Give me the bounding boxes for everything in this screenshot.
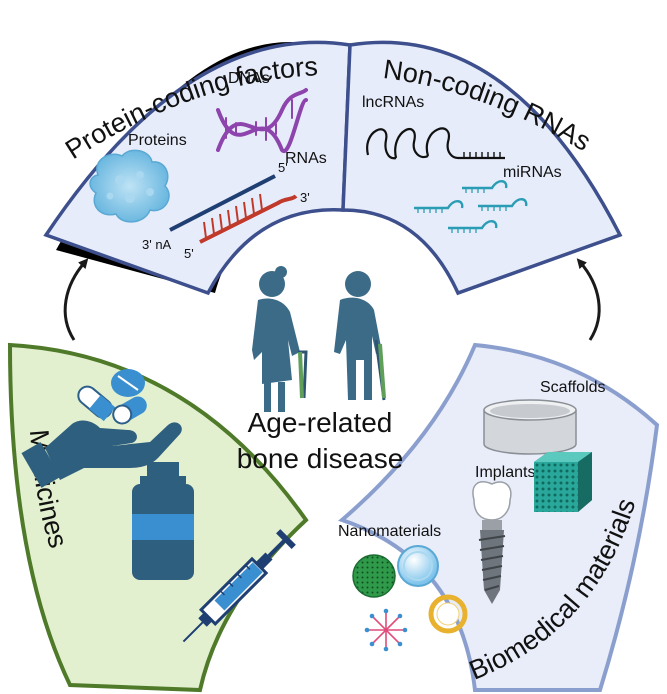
hand-icon [21, 420, 182, 488]
lncrna-icon [366, 127, 505, 160]
dna-icon [216, 88, 308, 153]
protein-icon [89, 149, 170, 223]
center-title-line2: bone disease [237, 443, 404, 474]
porous-scaffold-icon [534, 452, 592, 512]
noncoding-panel [341, 40, 623, 296]
elderly-woman-icon [252, 266, 308, 412]
three-na-label: 3' nA [142, 237, 172, 252]
implants-label: Implants [475, 464, 535, 481]
rna-icon [169, 174, 298, 244]
protein-coding-panel [43, 40, 352, 296]
medicine-bottle-icon [132, 462, 194, 580]
five-prime-bottom: 5' [184, 246, 194, 261]
protein-panel-bg [43, 40, 352, 296]
elderly-man-icon [334, 271, 386, 401]
five-prime-top: 5' [278, 160, 288, 175]
arrow-icon [63, 258, 89, 341]
noncoding-panel-bg [341, 40, 623, 296]
dnas-label: DNAs [228, 70, 270, 87]
syringe-icon [182, 529, 296, 643]
pills-icon [77, 369, 147, 425]
micelle-icon [368, 612, 404, 648]
rnas-label: RNAs [285, 150, 327, 167]
three-prime-top: 3' [300, 190, 310, 205]
arrow-icon-right [576, 258, 601, 341]
mirna-icon [414, 180, 528, 233]
lncrnas-label: lncRNAs [362, 94, 424, 111]
mirnas-label: miRNAs [503, 164, 562, 181]
scaffold-icon [483, 399, 577, 455]
proteins-label: Proteins [128, 132, 187, 149]
scaffolds-label: Scaffolds [540, 379, 606, 396]
center-title-line1: Age-related [248, 407, 393, 438]
nanomaterial-icon [352, 545, 468, 652]
nanomaterials-label: Nanomaterials [338, 523, 441, 540]
implant-icon [472, 481, 512, 604]
